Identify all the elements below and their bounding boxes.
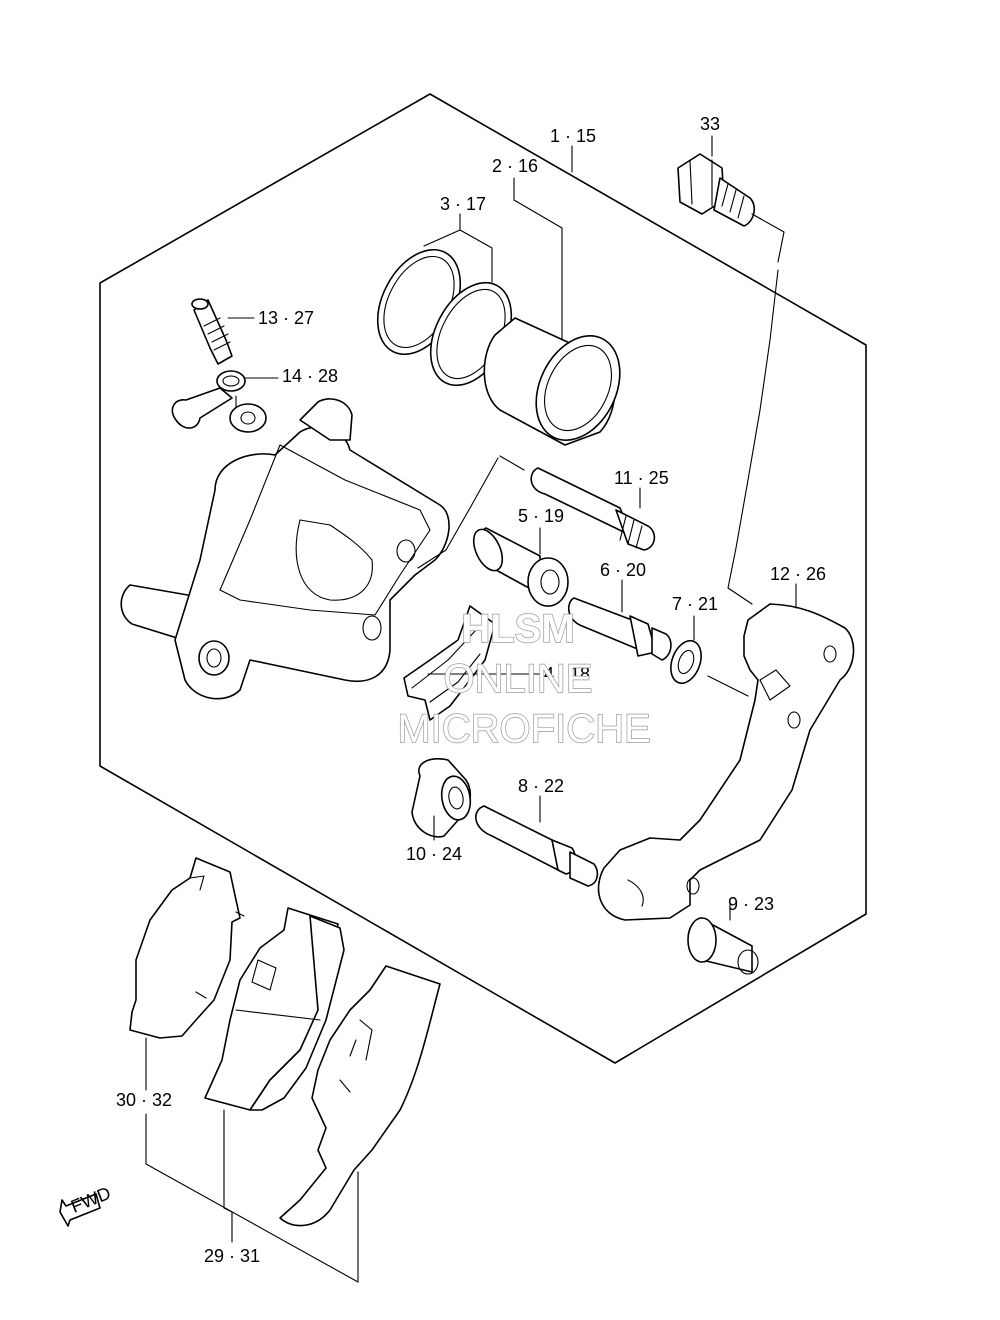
callout-12-26: 12 · 26	[770, 564, 826, 584]
callout-13-27: 13 · 27	[258, 308, 314, 328]
washer	[670, 639, 702, 685]
piston	[483, 317, 621, 446]
callout-1-15: 1 · 15	[550, 126, 596, 146]
slide-pin-upper	[530, 467, 656, 551]
bleeder-cap	[171, 370, 246, 429]
slide-pin-lower	[567, 597, 672, 661]
callout-33: 33	[700, 114, 720, 134]
callout-30-32: 30 · 32	[116, 1090, 172, 1110]
callout-3-17: 3 · 17	[440, 194, 486, 214]
bleeder-screw	[191, 298, 233, 365]
callout-9-23: 9 · 23	[728, 894, 774, 914]
callout-2-16: 2 · 16	[492, 156, 538, 176]
callout-29-31: 29 · 31	[204, 1246, 260, 1266]
watermark: HLSM ONLINE MICROFICHE	[397, 606, 652, 751]
callout-5-19: 5 · 19	[518, 506, 564, 526]
caliper-body	[120, 398, 450, 700]
brake-pad-pair	[204, 907, 345, 1111]
watermark-line-1: HLSM	[461, 607, 574, 651]
callout-6-20: 6 · 20	[600, 560, 646, 580]
fwd-arrow: FWD	[59, 1183, 113, 1227]
watermark-line-3: MICROFICHE	[397, 707, 650, 751]
watermark-line-2: ONLINE	[444, 657, 593, 701]
caliper-bracket	[597, 603, 855, 921]
pad-shim-inner	[279, 965, 441, 1227]
pad-spring	[403, 605, 496, 721]
callout-11-25: 11 · 25	[614, 468, 669, 488]
callout-7-21: 7 · 21	[672, 594, 718, 614]
bracket-sleeve	[687, 917, 759, 975]
leader-lines	[145, 135, 797, 1283]
callout-4-18: 4 · 18	[544, 664, 590, 684]
pad-shim-outer	[129, 857, 245, 1039]
callout-14-28: 14 · 28	[282, 366, 338, 386]
bracket-pin	[475, 805, 599, 887]
callout-labels: 1 · 15 2 · 16 3 · 17 33 13 · 27 14 · 28 …	[116, 114, 826, 1266]
bracket-bolt	[677, 153, 756, 227]
assembly-boundary	[99, 93, 867, 1064]
pin-sleeve	[472, 527, 569, 607]
dust-boot	[411, 758, 472, 838]
callout-8-22: 8 · 22	[518, 776, 564, 796]
callout-10-24: 10 · 24	[406, 844, 462, 864]
